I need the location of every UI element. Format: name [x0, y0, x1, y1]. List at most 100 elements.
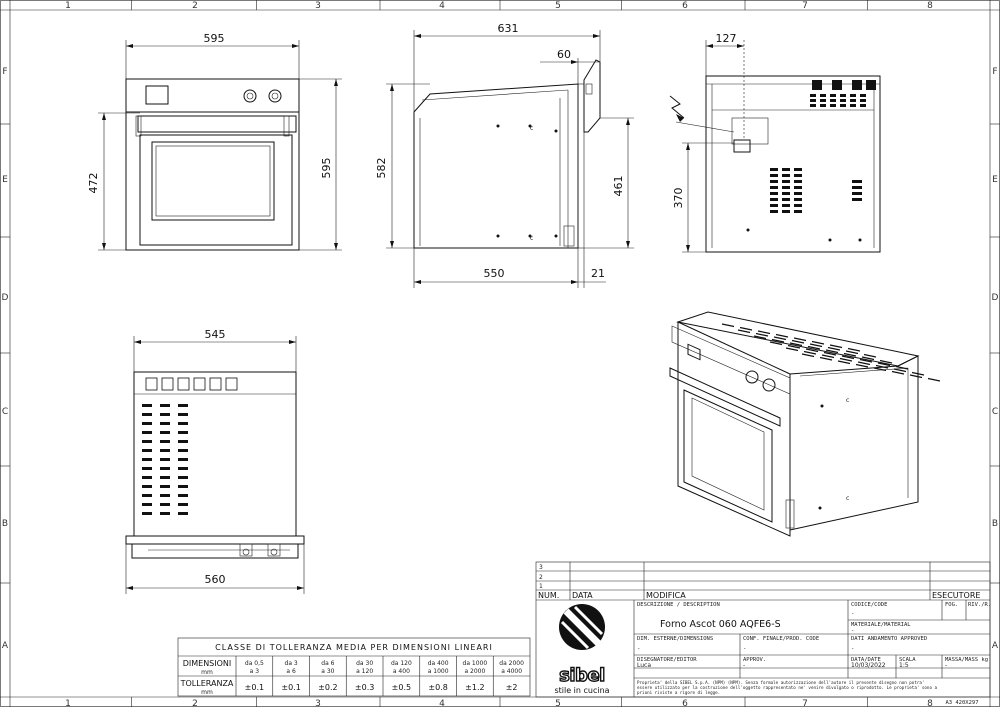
grid-col-bottom: 2	[192, 699, 198, 707]
grid-row-right: E	[992, 175, 998, 185]
rev-row-1: 1	[539, 583, 543, 590]
approv-value: -	[743, 662, 745, 669]
grid-row-left: D	[2, 293, 9, 303]
tolerance-value: ±1.2	[465, 683, 484, 692]
grid-row-left: B	[2, 519, 8, 529]
tolerance-cells: da 0,5a 3±0.1da 3a 6±0.1da 6a 30±0.2da 3…	[245, 656, 524, 696]
dim-side-depth-total: 631	[498, 22, 519, 35]
tolerance-range-to: a 6	[286, 668, 296, 675]
dim-side-height: 582	[375, 158, 388, 179]
tolerance-range-to: a 3	[250, 668, 260, 675]
sibel-logo: sibel stile in cucina	[554, 604, 610, 695]
data-label: DATA	[572, 591, 593, 600]
tolerance-range-from: da 0,5	[245, 660, 264, 667]
tolerance-range-from: da 2000	[499, 660, 524, 667]
grid-col-bottom: 8	[927, 699, 933, 707]
grid-col-top: 6	[682, 1, 688, 11]
dim-side-front-height: 461	[612, 176, 625, 197]
modifica-label: MODIFICA	[646, 591, 686, 600]
tolerance-range-from: da 1000	[463, 660, 488, 667]
dim-rear-offset: 127	[716, 32, 737, 45]
sheet-format: A3 420X297	[945, 700, 978, 706]
tolerance-range-to: a 4000	[501, 668, 522, 675]
rear-vents	[770, 80, 876, 213]
disegnatore-label: DISEGNATORE/EDITOR	[637, 657, 697, 663]
dim-value: -	[637, 646, 640, 652]
grid-row-left: A	[2, 641, 9, 651]
tolerance-range-to: a 30	[321, 668, 334, 675]
front-view: 595 595 472	[87, 32, 342, 251]
legal-line-1: Proprieta' della SIBEL S.p.A. (NPM) (NPM…	[637, 680, 924, 685]
data2-value: 10/03/2022	[851, 662, 886, 669]
tolerance-range-from: da 400	[428, 660, 449, 667]
grid-col-top: 4	[439, 1, 445, 11]
materiale-value: -	[851, 628, 854, 634]
grid-row-left: C	[2, 407, 8, 417]
grid-col-top: 7	[802, 1, 808, 11]
isometric-view: cc	[669, 311, 941, 537]
tolerance-value: ±0.1	[281, 683, 300, 692]
title-block: 3 2 1 NUM. DATA MODIFICA ESECUTORE DESCR…	[535, 561, 991, 706]
conf-label: CONF. FINALE/PROD. CODE	[743, 636, 819, 642]
grid-col-bottom: 6	[682, 699, 688, 707]
grid-col-bottom: 5	[555, 699, 561, 707]
svg-text:c: c	[846, 495, 849, 502]
grid-col-top: 2	[192, 1, 198, 11]
tolerance-value: ±2	[506, 683, 518, 692]
grid-col-top: 3	[315, 1, 321, 11]
grid-col-bottom: 1	[65, 699, 71, 707]
tolerance-value: ±0.2	[318, 683, 337, 692]
grid-row-right: C	[992, 407, 998, 417]
materiale-label: MATERIALE/MATERIAL	[851, 622, 911, 628]
svg-text:c: c	[530, 235, 533, 242]
grid-row-right: F	[992, 67, 997, 77]
rev-label: RIV./R.	[968, 602, 991, 608]
legal-line-3: prioni riviste a rigore di legge.	[637, 690, 720, 695]
tolerance-value: ±0.8	[428, 683, 447, 692]
rev-row-2: 2	[539, 574, 543, 581]
grid-col-bottom: 3	[315, 699, 321, 707]
brand-tagline: stile in cucina	[554, 686, 609, 695]
massa-value: -	[945, 662, 947, 669]
grid-col-top: 8	[927, 1, 933, 11]
dim-side-depth-body: 550	[484, 267, 505, 280]
tolerance-row1-label: DIMENSIONI	[183, 659, 232, 668]
massa-label: MASSA/MASS kg	[945, 657, 988, 663]
brand-name: sibel	[559, 665, 605, 686]
tolerance-row1-unit: mm	[201, 669, 213, 676]
tolerance-value: ±0.5	[392, 683, 411, 692]
tolerance-range-to: a 120	[356, 668, 373, 675]
grid-row-left: E	[2, 175, 8, 185]
dim-front-height-inner: 472	[87, 173, 100, 194]
iso-top-vents	[721, 323, 941, 382]
svg-text:c: c	[846, 397, 849, 404]
dim-rear-height: 370	[672, 188, 685, 209]
tolerance-range-to: a 1000	[428, 668, 449, 675]
data2-label: DATA/DATE	[851, 657, 881, 663]
tolerance-range-from: da 6	[321, 660, 334, 667]
grid-row-right: D	[992, 293, 999, 303]
codice-value: -	[851, 611, 854, 617]
tolerance-row2-label: TOLLERANZA	[180, 679, 234, 688]
conf-value: -	[743, 646, 746, 652]
tolerance-range-to: a 2000	[464, 668, 485, 675]
dim-front-width: 595	[204, 32, 225, 45]
approv-label: APPROV.	[743, 657, 766, 663]
side-view: cc 631 60 582 461 550 21	[375, 22, 634, 288]
esecutore-label: ESECUTORE	[932, 591, 980, 600]
grid-col-bottom: 7	[802, 699, 808, 707]
tolerance-range-to: a 400	[393, 668, 410, 675]
scala-label: SCALA	[899, 657, 916, 663]
num-label: NUM.	[538, 591, 559, 600]
tolerance-value: ±0.3	[355, 683, 374, 692]
tolerance-value: ±0.1	[245, 683, 264, 692]
top-view: 545 560	[125, 328, 305, 594]
top-vents	[142, 377, 238, 515]
grid-row-left: F	[2, 67, 7, 77]
grid-row-right: A	[992, 641, 999, 651]
tolerance-range-from: da 3	[285, 660, 298, 667]
dim-front-height-total: 595	[320, 158, 333, 179]
